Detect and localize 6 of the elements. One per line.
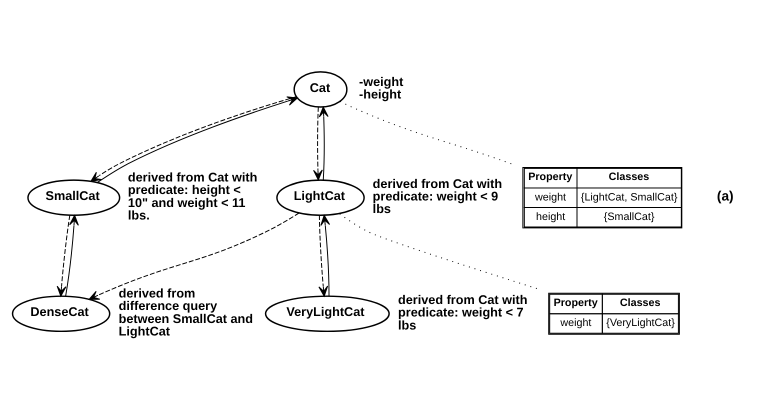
node-label: derived from Cat with predicate: height < 10" and weight < 11 lbs.	[128, 170, 258, 222]
node-label: derived from Cat with predicate: weight < 9 lbs	[372, 176, 502, 216]
node-label: derived from Cat with predicate: weight < 7 lbs	[398, 292, 528, 332]
label: (a)	[716, 188, 734, 203]
node-label: -weight	[359, 74, 404, 88]
node-label: derived from difference query between SmallCat and LightCat	[118, 286, 253, 338]
